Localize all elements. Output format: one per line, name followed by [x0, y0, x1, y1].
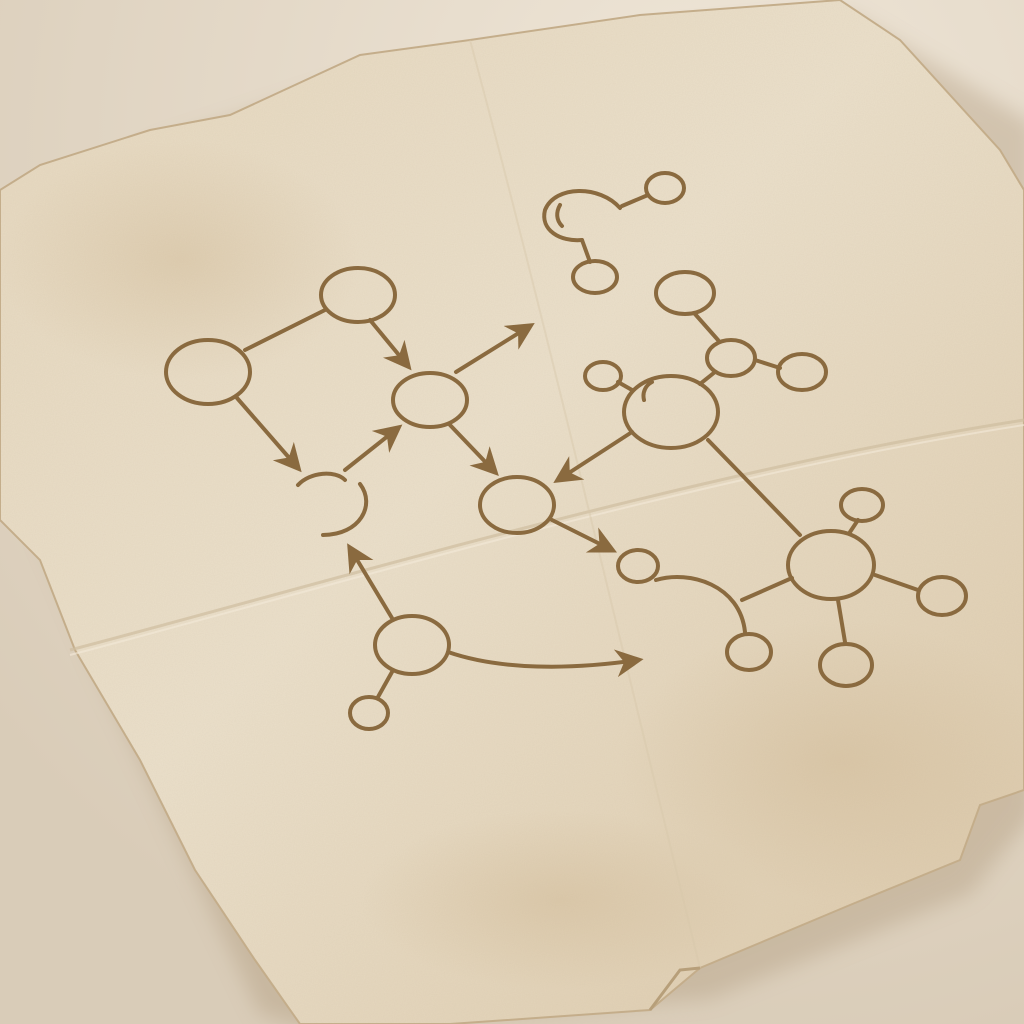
edge-line	[698, 370, 717, 386]
node-circle	[786, 529, 876, 601]
node-circle	[478, 475, 556, 535]
edge-line	[368, 318, 412, 371]
torn-edge	[648, 966, 701, 1011]
node-circle	[776, 352, 828, 392]
node-highlight	[641, 380, 654, 402]
edge-line	[343, 424, 403, 472]
edge-line	[620, 193, 650, 208]
network-diagram	[164, 171, 968, 731]
node-circle	[654, 270, 716, 316]
edge-line	[448, 423, 499, 477]
edge-line	[740, 576, 794, 602]
node-circle	[818, 642, 874, 688]
edge-line	[243, 308, 327, 352]
edge-line	[542, 189, 622, 243]
node-circle	[725, 632, 773, 672]
node-circle	[705, 338, 757, 378]
node-circle	[164, 338, 252, 406]
edge-line	[446, 649, 644, 678]
node-circle	[348, 695, 390, 731]
edge-line	[706, 438, 802, 537]
paper-stain	[360, 810, 760, 990]
node-circle	[916, 575, 968, 617]
node-circle	[571, 259, 619, 295]
node-circle	[644, 171, 686, 205]
node-circle	[583, 360, 623, 392]
node-circle	[622, 374, 720, 450]
paper-stain	[0, 140, 360, 380]
node-circle-broken	[321, 482, 369, 537]
edge-line	[550, 518, 618, 553]
edge-line	[693, 312, 720, 342]
edge-line	[873, 573, 920, 592]
node-circle	[391, 371, 469, 429]
edge-line	[654, 575, 747, 634]
node-circle	[616, 548, 660, 584]
node-circle	[373, 614, 451, 676]
node-circle	[839, 487, 885, 523]
edge-line	[553, 430, 634, 484]
edge-line	[454, 323, 535, 374]
edge-line	[836, 598, 847, 644]
edge-line	[235, 396, 302, 473]
edge-line	[347, 543, 394, 620]
paper-stain	[620, 620, 1024, 900]
edge-line	[376, 670, 394, 699]
node-circle-broken	[296, 471, 347, 487]
paper-fold	[69, 424, 1024, 656]
edge-line	[753, 358, 782, 370]
node-circle	[319, 266, 397, 324]
edge-line	[580, 238, 592, 264]
edge-line	[555, 203, 564, 228]
